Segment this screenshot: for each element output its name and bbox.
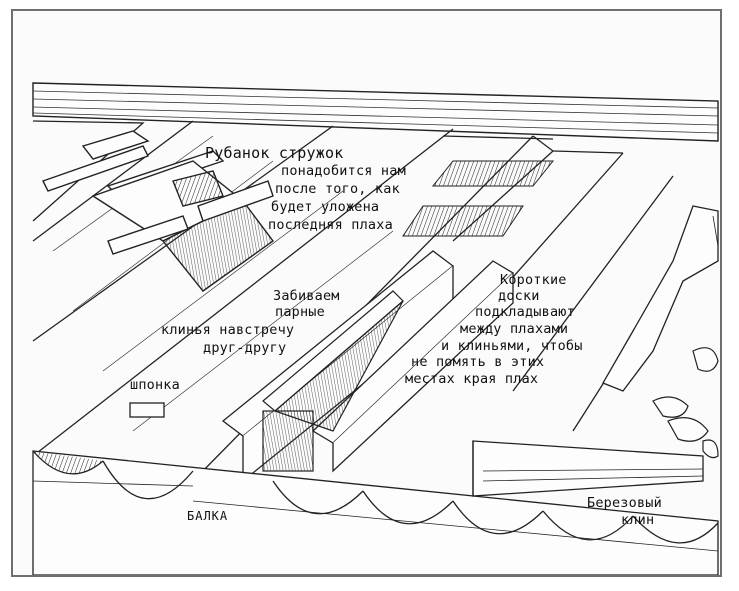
birch-wedge-label-line2: клин	[621, 512, 655, 528]
wood-shavings	[652, 347, 719, 459]
axe-handle	[602, 205, 719, 392]
back-wall-beam	[32, 82, 719, 142]
wedges-label-line3: клинья навстречу	[161, 322, 295, 338]
key-block	[129, 402, 165, 418]
planer-label-line4: последняя плаха	[268, 217, 393, 233]
key-label: шпонка	[130, 377, 180, 393]
short-boards-label-line3: подкладывают	[475, 304, 575, 320]
planer-label-line3: будет уложена	[271, 199, 380, 215]
beam-logs	[32, 450, 719, 575]
wedges-label-line2: парные	[275, 304, 325, 320]
beam-label: БАЛКА	[187, 509, 229, 523]
short-boards-label-line2: доски	[498, 288, 540, 304]
planer-label-title: Рубанок стружок	[205, 144, 344, 162]
short-boards-label-line1: Короткие	[500, 272, 567, 288]
paired-wedges	[262, 290, 404, 472]
wedges-label-line1: Забиваем	[273, 288, 340, 304]
planer-label-line1: понадобится нам	[281, 163, 406, 179]
wedges-label-line4: друг-другу	[203, 340, 287, 356]
birch-wedge-label-line1: Березовый	[587, 495, 662, 511]
illustration-frame: Рубанок стружок понадобится нам после то…	[11, 9, 722, 577]
floor-laying-drawing	[32, 82, 719, 575]
short-boards-label-line5: и клиньями, чтобы	[441, 338, 583, 354]
plank-gap	[402, 160, 555, 237]
short-boards-label-line4: между плахами	[460, 321, 569, 337]
birch-wedge	[472, 440, 704, 497]
planer-label-line2: после того, как	[275, 181, 400, 197]
planer-tool	[42, 130, 274, 292]
short-boards-label-line7: местах края плах	[405, 371, 539, 387]
short-boards-label-line6: не помять в этих	[411, 354, 545, 370]
